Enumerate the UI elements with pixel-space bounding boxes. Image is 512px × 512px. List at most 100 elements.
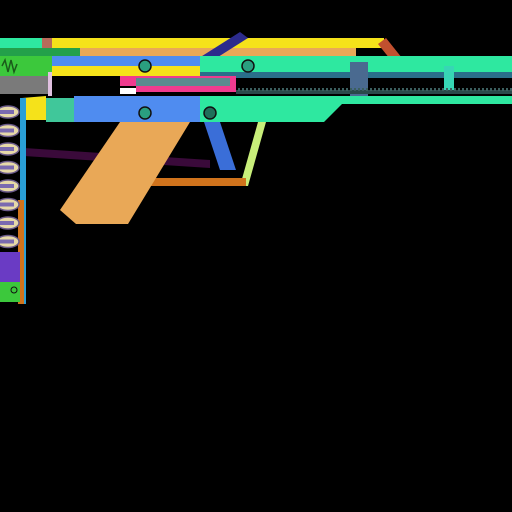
rail-tooth [474,88,476,91]
rail-tooth [434,88,436,91]
rail-tooth [450,88,452,91]
rail-tooth [298,88,300,91]
blue-receiver-body [74,96,204,122]
rail-tooth [258,88,260,91]
rail-tooth [422,88,424,91]
rail-tooth [366,88,368,91]
rail-tooth [362,88,364,91]
rail-tooth [426,88,428,91]
ammo-round [0,216,20,230]
rail-tooth [274,88,276,91]
top-left-strip [0,38,50,48]
rail-tooth [254,88,256,91]
rail-tooth [470,88,472,91]
rail-tooth [342,88,344,91]
trigger-guard-bottom [150,178,246,186]
ammo-round [0,160,20,175]
rail-tooth [410,88,412,91]
rail-tooth [374,88,376,91]
magazine-orange-edge [18,200,24,304]
rail-tooth [494,88,496,91]
rail-tooth [394,88,396,91]
rail-tooth [458,88,460,91]
rail-tooth [498,88,500,91]
rail-tooth [446,88,448,91]
yellow-wedge [22,96,46,120]
rail-tooth [286,88,288,91]
ammo-round [0,105,20,119]
rail-tooth [398,88,400,91]
rail-tooth [462,88,464,91]
trigger [204,122,236,170]
magenta-lower [136,86,236,92]
rail-tooth [266,88,268,91]
gray-teal-bar [136,78,230,86]
left-green-block [0,56,52,76]
rail-tooth [442,88,444,91]
rail-tooth [262,88,264,91]
rail-tooth [502,88,504,91]
teal-handguard [200,96,350,122]
small-brown-block [42,38,52,48]
rail-tooth [378,88,380,91]
rail-tooth [386,88,388,91]
rail-tooth [306,88,308,91]
rail-tooth [510,88,512,91]
rail-tooth [346,88,348,91]
screw-head [203,106,217,120]
rail-tooth [290,88,292,91]
rail-tooth [310,88,312,91]
yellow-top-rail [52,38,384,48]
rail-tooth [370,88,372,91]
rail-tooth [418,88,420,91]
rail-tooth [242,88,244,91]
rail-tooth [406,88,408,91]
rail-tooth [338,88,340,91]
rail-tooth [238,88,240,91]
rail-tooth [326,88,328,91]
rail-tooth [438,88,440,91]
rail-tooth [246,88,248,91]
screw-head [138,106,152,120]
yellow-receiver-strip [52,66,202,76]
front-post [444,66,454,92]
rail-tooth [390,88,392,91]
lower-rail [236,96,512,104]
rail-tooth [318,88,320,91]
rail-tooth [270,88,272,91]
ammo-round [0,179,20,193]
green-block [0,282,20,302]
rail-tooth [334,88,336,91]
screw-head [241,59,255,73]
rail-tooth [330,88,332,91]
rail-tooth [402,88,404,91]
rail-tooth [354,88,356,91]
spring-icon [1,57,18,75]
green-rail-segment [0,48,80,56]
ammo-round [0,234,20,249]
rail-tooth [358,88,360,91]
rail-tooth [506,88,508,91]
ammo-round [0,197,20,212]
gray-block [0,76,50,94]
rail-tooth [430,88,432,91]
trigger-guard-front [240,122,266,186]
rail-tooth [490,88,492,91]
rail-tooth [466,88,468,91]
rail-tooth [482,88,484,91]
rail-tooth [414,88,416,91]
purple-block [0,252,20,282]
rail-tooth [278,88,280,91]
rail-tooth [382,88,384,91]
rail-tooth [250,88,252,91]
ammo-round [0,123,20,138]
rail-tooth [478,88,480,91]
rail-tooth [282,88,284,91]
ammo-round [0,142,20,156]
serrated-rail [236,90,512,94]
pistol-grip [60,122,190,224]
ammo-rounds [0,105,20,249]
rail-tooth [294,88,296,91]
